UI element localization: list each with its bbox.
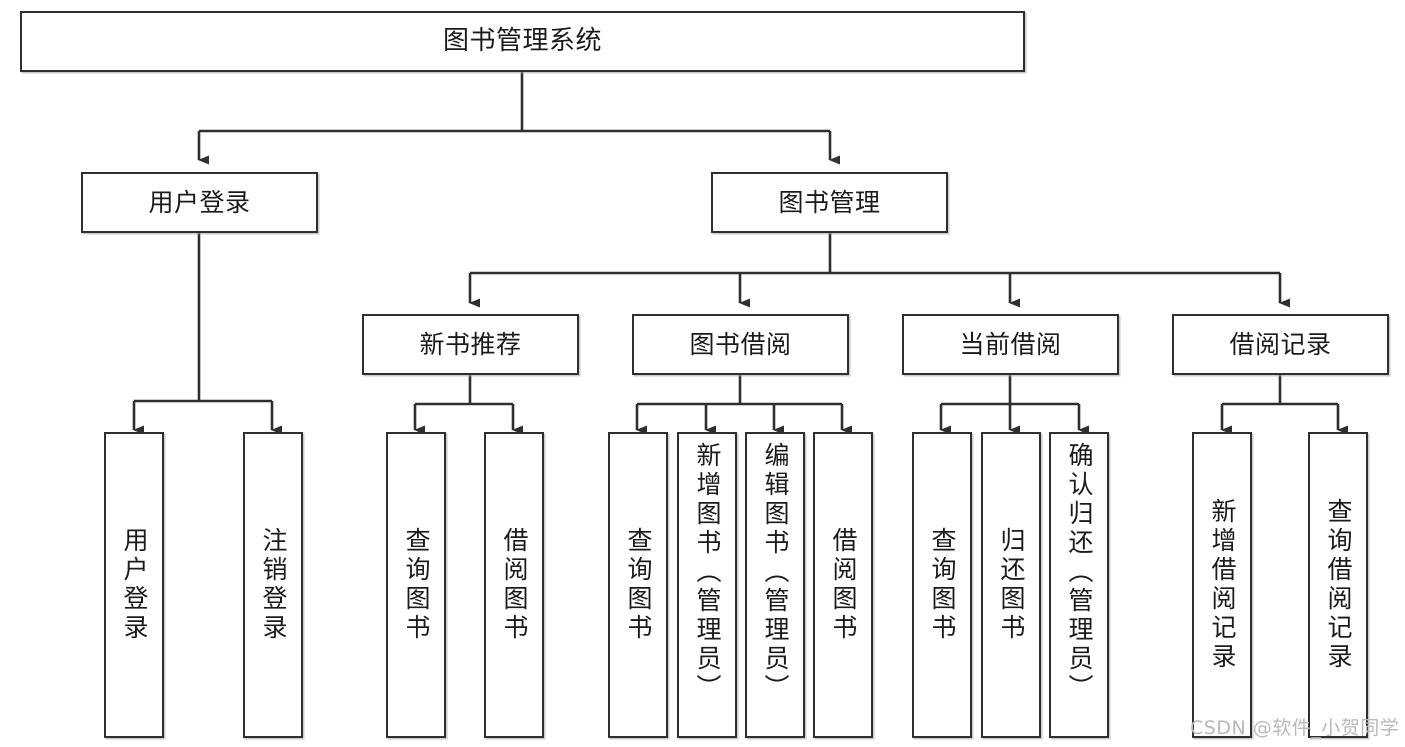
node-leaf-query-book-3-label: 查询图书 bbox=[928, 527, 957, 643]
node-leaf-add-record[interactable]: 新增借阅记录 bbox=[1192, 432, 1252, 738]
node-leaf-logout-label: 注销登录 bbox=[259, 527, 288, 643]
node-book-borrow-label: 图书借阅 bbox=[689, 329, 792, 359]
node-new-book-rec-label: 新书推荐 bbox=[419, 329, 522, 359]
node-leaf-edit-book[interactable]: 编辑图书（管理员） bbox=[745, 432, 805, 738]
node-leaf-borrow-book-1[interactable]: 借阅图书 bbox=[484, 432, 544, 738]
node-leaf-user-login-label: 用户登录 bbox=[120, 527, 149, 643]
node-user-login-label: 用户登录 bbox=[148, 187, 251, 217]
node-leaf-query-book-1[interactable]: 查询图书 bbox=[386, 432, 446, 738]
node-user-login[interactable]: 用户登录 bbox=[81, 172, 318, 233]
node-leaf-return-book[interactable]: 归还图书 bbox=[981, 432, 1041, 738]
node-leaf-query-book-2-label: 查询图书 bbox=[624, 527, 653, 643]
node-leaf-confirm-return-label: 确认归还（管理员） bbox=[1065, 442, 1094, 703]
node-leaf-borrow-book-2[interactable]: 借阅图书 bbox=[813, 432, 873, 738]
node-leaf-borrow-book-2-label: 借阅图书 bbox=[829, 527, 858, 643]
node-leaf-user-login[interactable]: 用户登录 bbox=[104, 432, 164, 738]
node-borrow-record[interactable]: 借阅记录 bbox=[1172, 314, 1389, 375]
node-root-label: 图书管理系统 bbox=[442, 26, 602, 57]
node-leaf-edit-book-label: 编辑图书（管理员） bbox=[761, 442, 790, 703]
node-leaf-query-book-3[interactable]: 查询图书 bbox=[912, 432, 972, 738]
node-current-borrow-label: 当前借阅 bbox=[959, 329, 1062, 359]
node-book-manage[interactable]: 图书管理 bbox=[711, 172, 948, 233]
node-book-borrow[interactable]: 图书借阅 bbox=[632, 314, 849, 375]
node-leaf-add-book[interactable]: 新增图书（管理员） bbox=[677, 432, 737, 738]
node-leaf-logout[interactable]: 注销登录 bbox=[243, 432, 303, 738]
node-leaf-borrow-book-1-label: 借阅图书 bbox=[500, 527, 529, 643]
node-leaf-return-book-label: 归还图书 bbox=[997, 527, 1026, 643]
node-borrow-record-label: 借阅记录 bbox=[1229, 329, 1332, 359]
node-leaf-confirm-return[interactable]: 确认归还（管理员） bbox=[1049, 432, 1109, 738]
node-book-manage-label: 图书管理 bbox=[778, 187, 881, 217]
node-current-borrow[interactable]: 当前借阅 bbox=[902, 314, 1119, 375]
node-leaf-add-book-label: 新增图书（管理员） bbox=[693, 442, 722, 703]
node-leaf-query-record[interactable]: 查询借阅记录 bbox=[1308, 432, 1368, 738]
node-leaf-query-book-1-label: 查询图书 bbox=[402, 527, 431, 643]
node-new-book-rec[interactable]: 新书推荐 bbox=[362, 314, 579, 375]
node-leaf-add-record-label: 新增借阅记录 bbox=[1208, 498, 1237, 672]
node-root[interactable]: 图书管理系统 bbox=[20, 11, 1025, 72]
node-leaf-query-book-2[interactable]: 查询图书 bbox=[608, 432, 668, 738]
node-leaf-query-record-label: 查询借阅记录 bbox=[1324, 498, 1353, 672]
csdn-watermark: CSDN @软件_小贺同学 bbox=[1190, 717, 1400, 739]
